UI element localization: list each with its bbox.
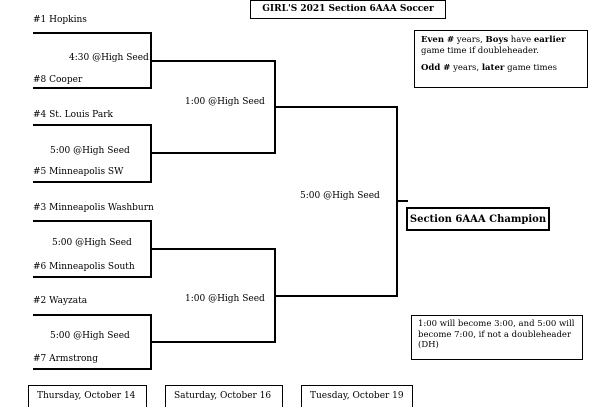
champion-box: Section 6AAA Champion [406, 207, 550, 231]
note-text: years, [450, 63, 482, 73]
game-semi-1-time: 1:00 @High Seed [185, 97, 265, 107]
bracket-line [33, 368, 152, 370]
day-label-final: Tuesday, October 19 [301, 385, 413, 407]
boys-bold: Boys [485, 35, 509, 45]
game-r1-2-time: 5:00 @High Seed [50, 146, 130, 156]
bracket-line [33, 87, 152, 89]
bracket-line [274, 106, 398, 108]
bracket-line [33, 181, 152, 183]
bracket-title: GIRL'S 2021 Section 6AAA Soccer [250, 0, 446, 19]
odd-years-note: Odd # years, later game times [421, 63, 581, 74]
team-st-louis-park: #4 St. Louis Park [33, 110, 113, 120]
note-text: years, [454, 35, 486, 45]
team-armstrong: #7 Armstrong [33, 354, 98, 364]
game-final-time: 5:00 @High Seed [300, 191, 380, 201]
day-label-round1: Thursday, October 14 [28, 385, 147, 407]
game-r1-3-time: 5:00 @High Seed [52, 238, 132, 248]
bracket-line [150, 341, 276, 343]
game-r1-1-time: 4:30 @High Seed [69, 53, 149, 63]
note-text: game time if doubleheader. [421, 45, 539, 56]
team-hopkins: #1 Hopkins [33, 15, 87, 25]
bracket-line [33, 314, 152, 316]
team-cooper: #8 Cooper [33, 75, 83, 85]
later-bold: later [481, 63, 505, 73]
day-label-semifinal: Saturday, October 16 [165, 385, 283, 407]
doubleheader-note: 1:00 will become 3:00, and 5:00 will bec… [411, 315, 583, 360]
even-years-note: Even # years, Boys have earlier game tim… [421, 35, 581, 56]
team-minneapolis-south: #6 Minneapolis South [33, 262, 135, 272]
bracket-line [33, 124, 152, 126]
scheduling-note: Even # years, Boys have earlier game tim… [414, 30, 588, 88]
even-bold: Even # [421, 35, 455, 45]
team-minneapolis-washburn: #3 Minneapolis Washburn [33, 203, 154, 213]
bracket-line [396, 200, 408, 202]
game-semi-2-time: 1:00 @High Seed [185, 294, 265, 304]
odd-bold: Odd # [421, 63, 451, 73]
bracket-line [33, 32, 152, 34]
note-text: have [508, 35, 534, 45]
bracket-line [150, 248, 276, 250]
bracket-line [150, 60, 276, 62]
bracket-line [33, 276, 152, 278]
game-r1-4-time: 5:00 @High Seed [50, 331, 130, 341]
note-text: game times [504, 63, 557, 73]
bracket-line [150, 152, 276, 154]
earlier-bold: earlier [533, 35, 566, 45]
bracket-line [33, 220, 152, 222]
team-minneapolis-sw: #5 Minneapolis SW [33, 167, 124, 177]
team-wayzata: #2 Wayzata [33, 296, 88, 306]
bracket-line [274, 295, 398, 297]
